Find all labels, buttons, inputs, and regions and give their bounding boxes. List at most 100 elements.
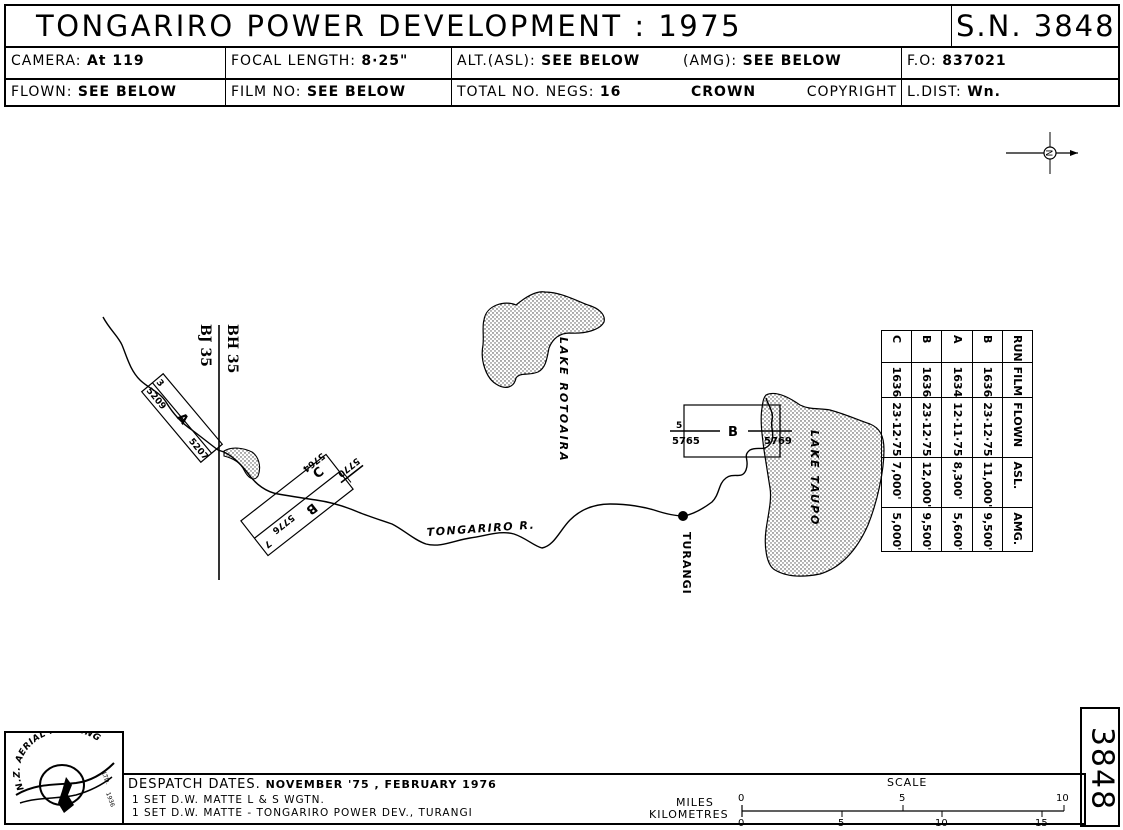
km-tick-5: 5	[838, 818, 844, 827]
header-flown: FLOWN	[1002, 397, 1033, 458]
cell-film: 1636	[911, 362, 942, 398]
table-row: B 1636 23·12·75 12,000' 9,500'	[911, 330, 942, 552]
footer: N.Z. AERIAL MAPPING LTD. 1936 DESPATCH D…	[4, 724, 1086, 827]
ldist-cell: L.DIST: Wn.	[902, 78, 1118, 107]
miles-label: MILES	[676, 796, 714, 809]
run-b-first-frame: 5765	[672, 436, 700, 447]
run-b1-run-number: 7	[262, 538, 273, 550]
miles-tick-5: 5	[899, 793, 905, 804]
cell-run: C	[881, 330, 912, 363]
alt-value: SEE BELOW	[541, 53, 641, 69]
vertical-sheet-number-box: 3848	[1080, 707, 1120, 827]
tongariro-river	[102, 316, 774, 549]
aerial-mapping-logo-icon: N.Z. AERIAL MAPPING LTD. 1936	[13, 724, 116, 813]
cell-asl: 11,000'	[972, 457, 1003, 508]
vertical-sheet-number: 3848	[1084, 726, 1120, 812]
cell-asl: 8,300'	[941, 457, 973, 508]
amg-cell: (AMG): SEE BELOW	[678, 46, 902, 78]
header-asl: ASL.	[1002, 457, 1033, 508]
cell-amg: 9,500'	[972, 507, 1003, 552]
miles-tick-10: 10	[1056, 793, 1069, 804]
company-logo: N.Z. AERIAL MAPPING LTD. 1936	[4, 724, 124, 825]
amg-label: (AMG):	[683, 53, 738, 69]
fo-value: 837021	[942, 53, 1007, 69]
lake-taupo-label: LAKE TAUPO	[808, 430, 821, 526]
fo-cell: F.O: 837021	[902, 46, 1118, 78]
table-row: B 1636 23·12·75 11,000' 9,500'	[972, 330, 1003, 552]
ldist-label: L.DIST:	[907, 84, 962, 100]
cell-film: 1634	[941, 362, 973, 398]
copyright-text: COPYRIGHT	[806, 84, 897, 100]
frame-5770-label: 5770	[335, 455, 361, 478]
cell-amg: 5,000'	[881, 507, 912, 552]
flown-cell: FLOWN: SEE BELOW	[6, 78, 226, 107]
header-row-camera: CAMERA: At 119 FOCAL LENGTH: 8·25" ALT.(…	[6, 46, 1118, 80]
run-b-run-number: 5	[676, 421, 682, 431]
cell-film: 1636	[972, 362, 1003, 398]
small-lake-shape	[223, 447, 261, 480]
film-label: FILM NO:	[231, 84, 302, 100]
run-b-box: 5 5765 B 5769	[670, 404, 792, 458]
run-a-box: 3 5209 A 5207	[140, 372, 224, 464]
header-amg: AMG.	[1002, 507, 1033, 552]
negs-label: TOTAL NO. NEGS:	[457, 84, 595, 100]
scale-label: SCALE	[887, 776, 928, 789]
negs-cell: TOTAL NO. NEGS: 16	[452, 78, 678, 107]
km-tick-0: 0	[738, 818, 744, 827]
lake-rotoaira-label: LAKE ROTOAIRA	[557, 337, 570, 463]
distribution-line-1: 1 SET D.W. MATTE L & S WGTN.	[132, 794, 325, 806]
ldist-value: Wn.	[967, 84, 1001, 100]
header-run: RUN	[1002, 330, 1033, 363]
runs-table-header: RUN FILM FLOWN ASL. AMG.	[1002, 330, 1033, 552]
sheet-number: S.N. 3848	[956, 9, 1116, 43]
run-b-label: B	[728, 425, 738, 440]
header-row-flown: FLOWN: SEE BELOW FILM NO: SEE BELOW TOTA…	[6, 78, 1118, 107]
header-film: FILM	[1002, 362, 1033, 398]
turangi-label: TURANGI	[680, 532, 693, 595]
film-cell: FILM NO: SEE BELOW	[226, 78, 452, 107]
copyright-cell: CROWN COPYRIGHT	[678, 78, 902, 107]
kilometres-label: KILOMETRES	[649, 808, 729, 821]
lake-taupo-shape	[760, 392, 885, 577]
focal-label: FOCAL LENGTH:	[231, 53, 356, 69]
north-arrow-icon: N	[1006, 132, 1078, 174]
scale-bar: 0 5 10 0 5 10 15	[738, 793, 1069, 827]
film-value: SEE BELOW	[306, 84, 407, 100]
km-tick-10: 10	[935, 818, 948, 827]
amg-value: SEE BELOW	[742, 53, 842, 69]
dispatch-line: DESPATCH DATES. NOVEMBER '75 , FEBRUARY …	[128, 777, 497, 792]
flown-value: SEE BELOW	[77, 84, 177, 100]
cell-flown: 23·12·75	[881, 397, 912, 458]
header-table: TONGARIRO POWER DEVELOPMENT : 1975 S.N. …	[4, 4, 1120, 107]
frame-5770-marker: 5770	[335, 455, 364, 484]
turangi-marker-icon	[678, 511, 688, 521]
camera-value: At 119	[86, 53, 145, 69]
run-b-last-frame: 5769	[764, 436, 792, 447]
cell-amg: 5,600'	[941, 507, 973, 552]
header-row-title: TONGARIRO POWER DEVELOPMENT : 1975 S.N. …	[6, 6, 1118, 48]
crown-text: CROWN	[691, 84, 757, 100]
cell-asl: 12,000'	[911, 457, 942, 508]
runs-table: RUN FILM FLOWN ASL. AMG. B 1636 23·12·75…	[881, 330, 1033, 552]
alt-cell: ALT.(ASL): SEE BELOW	[452, 46, 678, 78]
dispatch-value: NOVEMBER '75 , FEBRUARY 1976	[265, 778, 497, 791]
grid-label-bj35: BJ 35	[197, 324, 213, 367]
run-b1-label: B	[303, 500, 320, 518]
camera-cell: CAMERA: At 119	[6, 46, 226, 78]
north-label: N	[1043, 150, 1053, 157]
cell-flown: 23·12·75	[972, 397, 1003, 458]
km-tick-15: 15	[1035, 818, 1048, 827]
focal-cell: FOCAL LENGTH: 8·25"	[226, 46, 452, 78]
lake-rotoaira-shape	[481, 291, 605, 388]
dispatch-box: DESPATCH DATES. NOVEMBER '75 , FEBRUARY …	[124, 773, 1086, 827]
svg-text:N.Z. AERIAL MAPPING: N.Z. AERIAL MAPPING	[13, 733, 103, 792]
cell-run: B	[972, 330, 1003, 363]
negs-value: 16	[599, 84, 622, 100]
logo-text: N.Z. AERIAL MAPPING	[13, 724, 102, 791]
logo-ltd: LTD.	[100, 771, 111, 785]
cell-amg: 9,500'	[911, 507, 942, 552]
cell-run: B	[911, 330, 942, 363]
miles-tick-0: 0	[738, 793, 744, 804]
logo-year: 1936	[104, 791, 116, 808]
